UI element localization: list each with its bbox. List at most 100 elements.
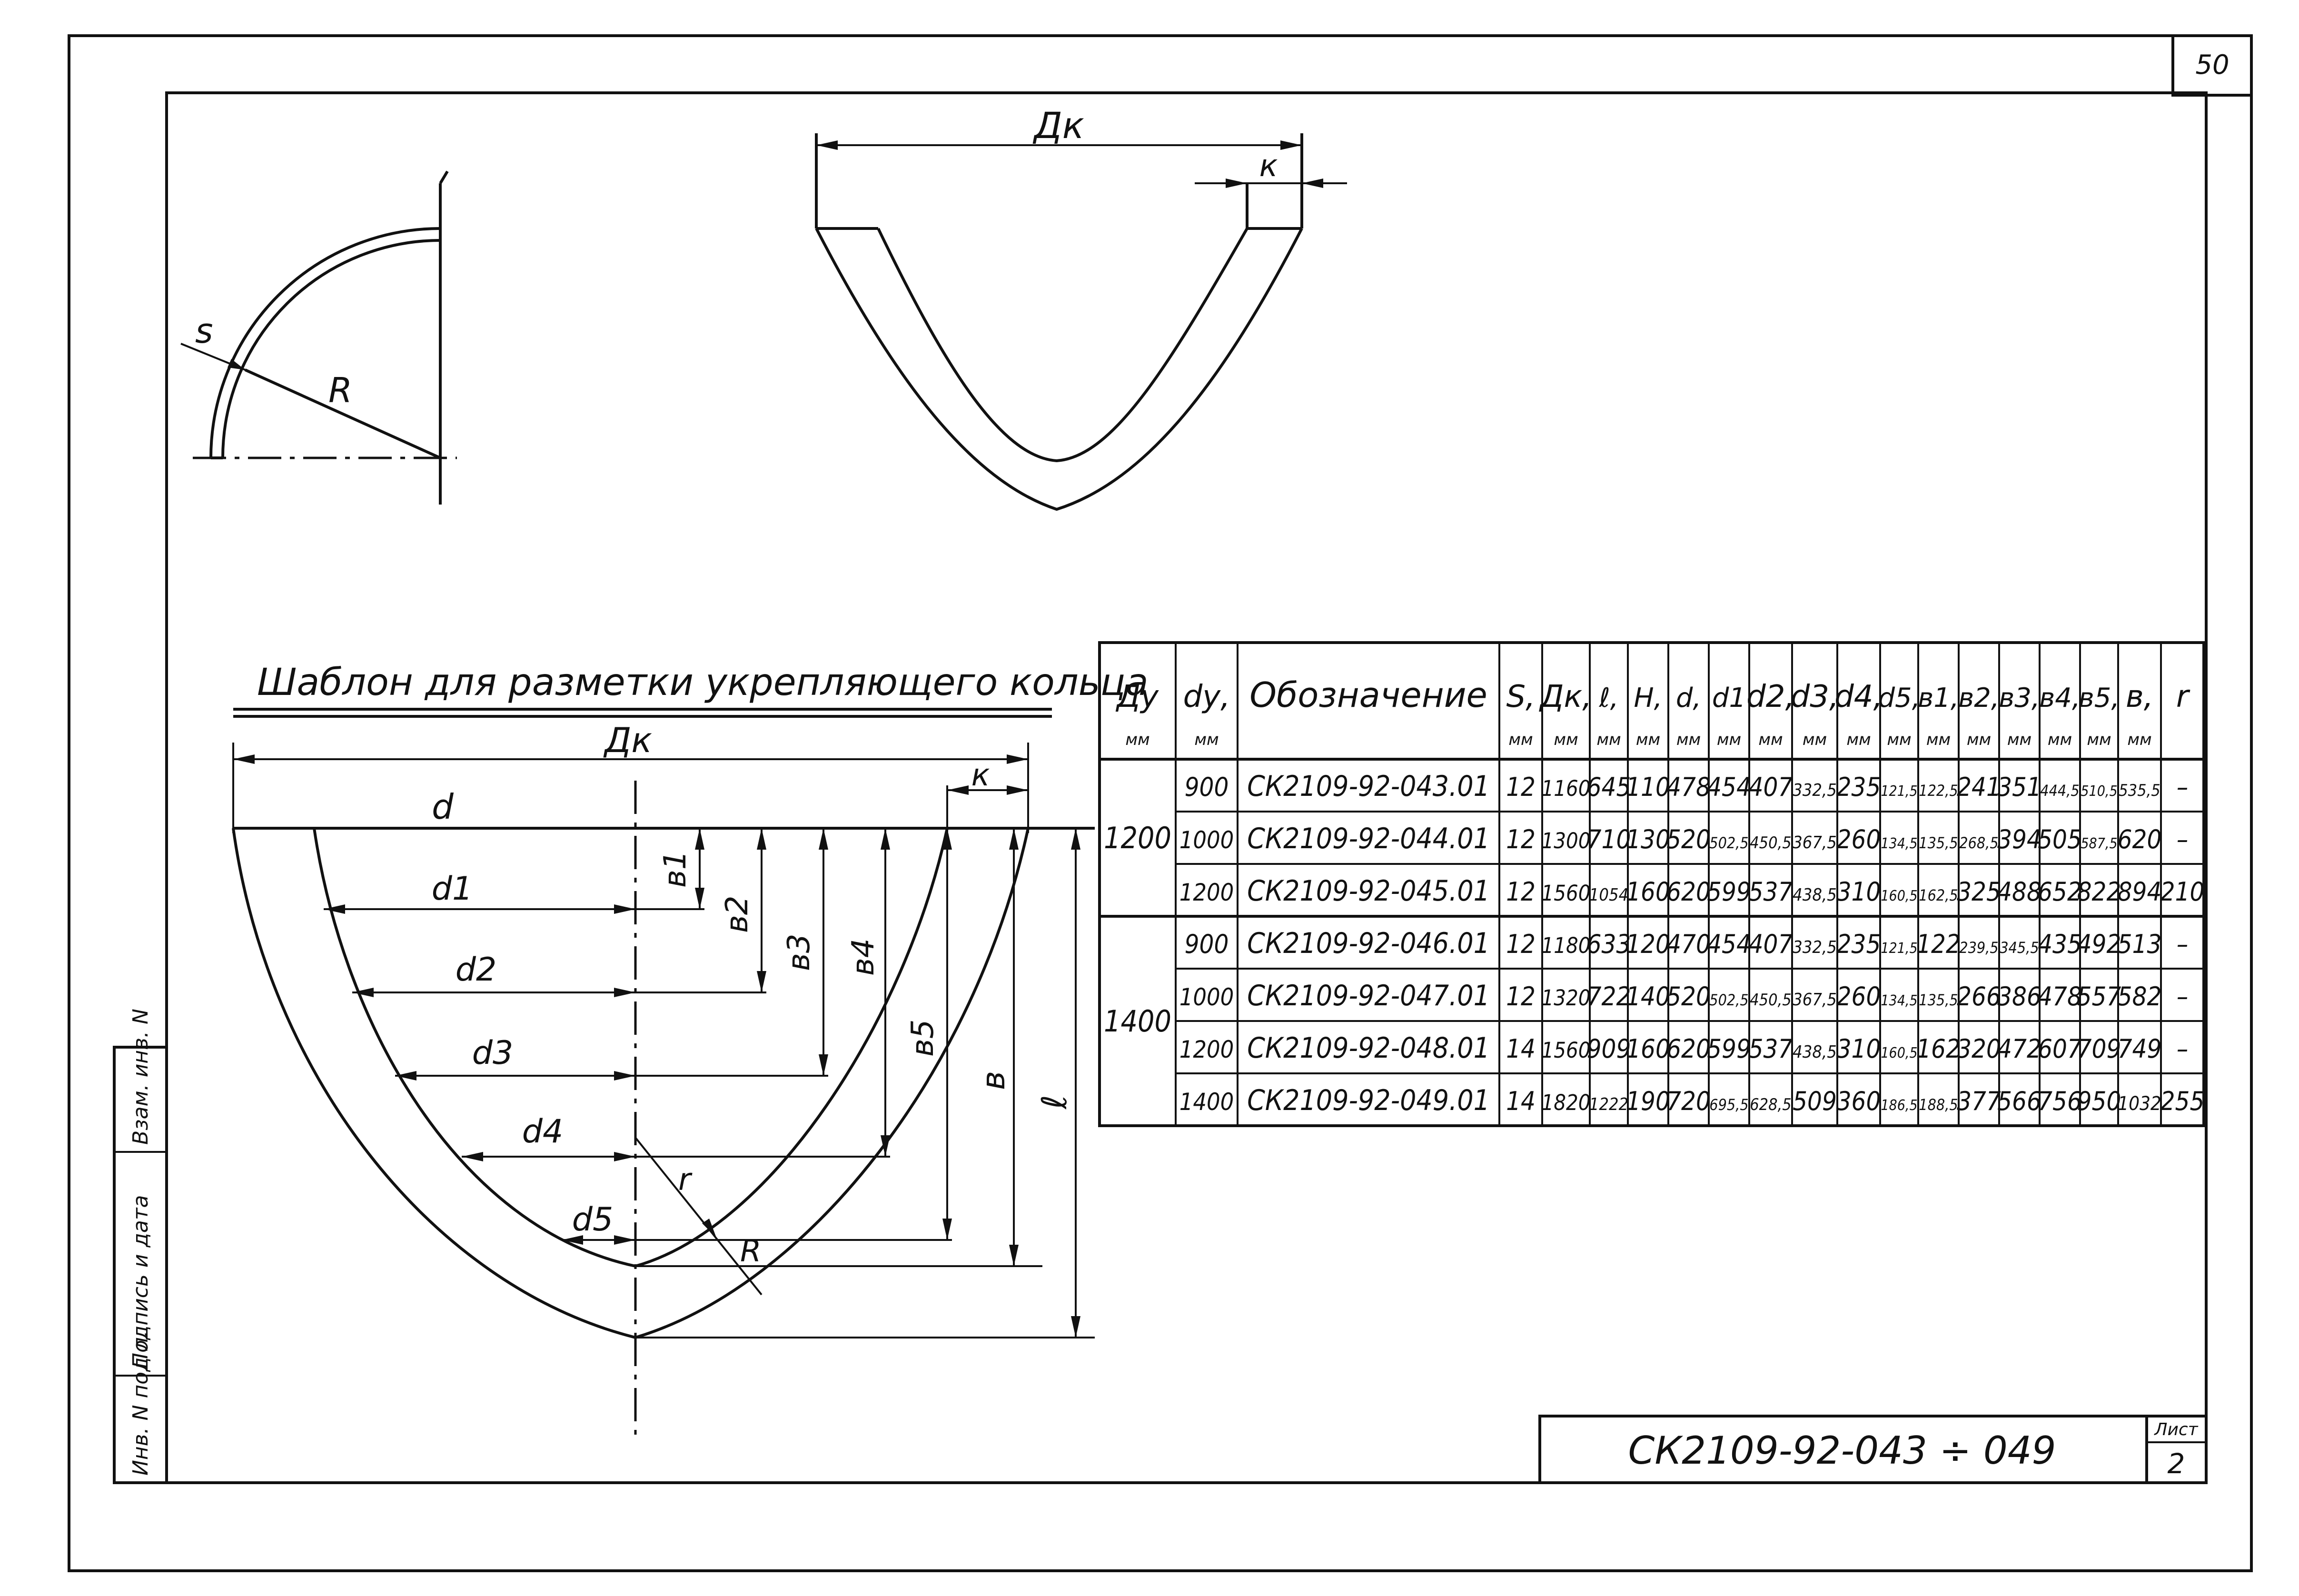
table-cell: 438,5: [1793, 1042, 1837, 1062]
table-cell: 332,5: [1793, 781, 1837, 800]
table-cell: 502,5: [1709, 991, 1748, 1009]
table-cell: 894: [2118, 877, 2162, 907]
table-cell: 749: [2118, 1034, 2162, 1064]
template-R-label: R: [740, 1234, 761, 1269]
table-header-label: Ду: [1115, 679, 1159, 714]
table-header-unit: мм: [1194, 730, 1219, 749]
table-cell: 582: [2118, 981, 2162, 1011]
table-cell: 720: [1666, 1086, 1711, 1116]
title-block: СК2109-92-043 ÷ 049 Лист 2: [1538, 1415, 2208, 1484]
table-cell: 260: [1837, 824, 1881, 854]
template-title: Шаблон для разметки укрепляющего кольца: [257, 661, 1149, 704]
table-cell: 12: [1506, 824, 1536, 854]
table-cell: 360: [1837, 1086, 1881, 1116]
table-cell: 121,5: [1881, 940, 1917, 957]
table-cell: 537: [1749, 1034, 1793, 1064]
table-cell: 140: [1626, 981, 1670, 1011]
template-b4-label: в4: [846, 939, 881, 976]
table-cell: 394: [1997, 824, 2041, 854]
table-cell: 454: [1707, 772, 1751, 802]
table-cell: 12: [1506, 877, 1536, 907]
section-k-label: к: [1259, 149, 1278, 184]
table-header-unit: мм: [1596, 730, 1621, 749]
table-header-unit: мм: [1967, 730, 1991, 749]
table-cell: 407: [1749, 929, 1793, 959]
stamp-inv-label: Инв. N под л.: [129, 1330, 153, 1476]
table-header-label: dу,: [1183, 679, 1230, 714]
table-header-label: d,: [1676, 683, 1701, 714]
table-cell: 135,5: [1919, 991, 1958, 1009]
table-cell: 188,5: [1919, 1096, 1958, 1114]
table-cell: 332,5: [1793, 938, 1837, 957]
table-cell: 162,5: [1919, 886, 1958, 904]
table-cell: 633: [1587, 929, 1631, 959]
table-cell: 260: [1837, 981, 1881, 1011]
table-cell: 235: [1837, 772, 1881, 802]
sheet-label: Лист: [2153, 1420, 2198, 1439]
table-cell: 1222: [1589, 1095, 1628, 1114]
table-header-unit: мм: [2127, 730, 2151, 749]
table-cell: 266: [1957, 981, 2001, 1011]
table-cell: 1300: [1541, 828, 1590, 853]
sheet-number: 2: [2168, 1447, 2185, 1480]
table-cell: 537: [1749, 877, 1793, 907]
table-cell: 450,5: [1750, 991, 1792, 1010]
table-cell: 235: [1837, 929, 1881, 959]
table-header-unit: мм: [1758, 730, 1783, 749]
table-cell: 12: [1506, 929, 1536, 959]
template-view: Шаблон для разметки укрепляющего кольца …: [232, 661, 1149, 1442]
template-b5-label: в5: [905, 1020, 941, 1057]
sheet-frame: 50: [68, 34, 2253, 1572]
table-cell: 12: [1506, 772, 1536, 802]
table-cell: 325: [1957, 877, 2001, 907]
table-header-label: d2,: [1746, 679, 1795, 714]
table-cell: 472: [1997, 1034, 2041, 1064]
table-cell: 1032: [2118, 1093, 2161, 1115]
table-header-unit: мм: [1636, 730, 1660, 749]
table-cell: 900: [1185, 929, 1229, 959]
table-cell: 386: [1997, 981, 2041, 1011]
template-r-label: r: [678, 1162, 693, 1198]
table-cell: 505: [2038, 824, 2082, 854]
table-cell: 367,5: [1793, 990, 1837, 1010]
table-cell: –: [2177, 772, 2188, 802]
table-cell: 345,5: [2000, 939, 2039, 957]
table-cell: 645: [1587, 772, 1631, 802]
table-designation-cell: СК2109-92-045.01: [1247, 874, 1490, 908]
table-cell: 478: [2038, 981, 2082, 1011]
table-cell: 510,5: [2081, 783, 2117, 800]
table-header-label: d3,: [1791, 679, 1839, 714]
table-header-unit: мм: [1676, 730, 1701, 749]
table-cell: 492: [2077, 929, 2121, 959]
table-cell: 1000: [1179, 983, 1234, 1011]
table-cell: 722: [1587, 981, 1631, 1011]
drawing-code: СК2109-92-043 ÷ 049: [1628, 1428, 2056, 1473]
table-header-unit: мм: [1125, 730, 1150, 749]
table-header-unit: мм: [1926, 730, 1951, 749]
page-number: 50: [2195, 50, 2229, 80]
table-cell: 377: [1957, 1086, 2001, 1116]
table-cell: 1400: [1179, 1088, 1234, 1116]
table-header-label: в1,: [1918, 683, 1959, 714]
table-cell: 122,5: [1919, 782, 1958, 800]
d-dimensions: d d1 d2 d3 d4 d5: [233, 787, 952, 1245]
table-cell: 535,5: [2119, 781, 2160, 800]
table-du-cell: 1200: [1104, 821, 1171, 855]
table-header-unit: мм: [1846, 730, 1871, 749]
table-cell: –: [2177, 824, 2188, 854]
stamp-signature-label: Подпись и дата: [129, 1195, 153, 1368]
table-cell: 351: [1997, 772, 2041, 802]
table-header-unit: мм: [1717, 730, 1741, 749]
table-cell: 210: [2160, 877, 2205, 907]
table-cell: 709: [2077, 1034, 2121, 1064]
table-cell: 1200: [1179, 879, 1234, 906]
table-cell: 407: [1749, 772, 1793, 802]
table-cell: 478: [1666, 772, 1711, 802]
quarter-s-label: s: [195, 311, 213, 351]
table-header-label: Дк,: [1539, 679, 1592, 714]
cross-section-view: Дк к: [815, 104, 1347, 511]
template-dk-label: Дк: [603, 720, 652, 760]
table-header-label: в4,: [2039, 683, 2080, 714]
table-cell: 310: [1837, 1034, 1881, 1064]
